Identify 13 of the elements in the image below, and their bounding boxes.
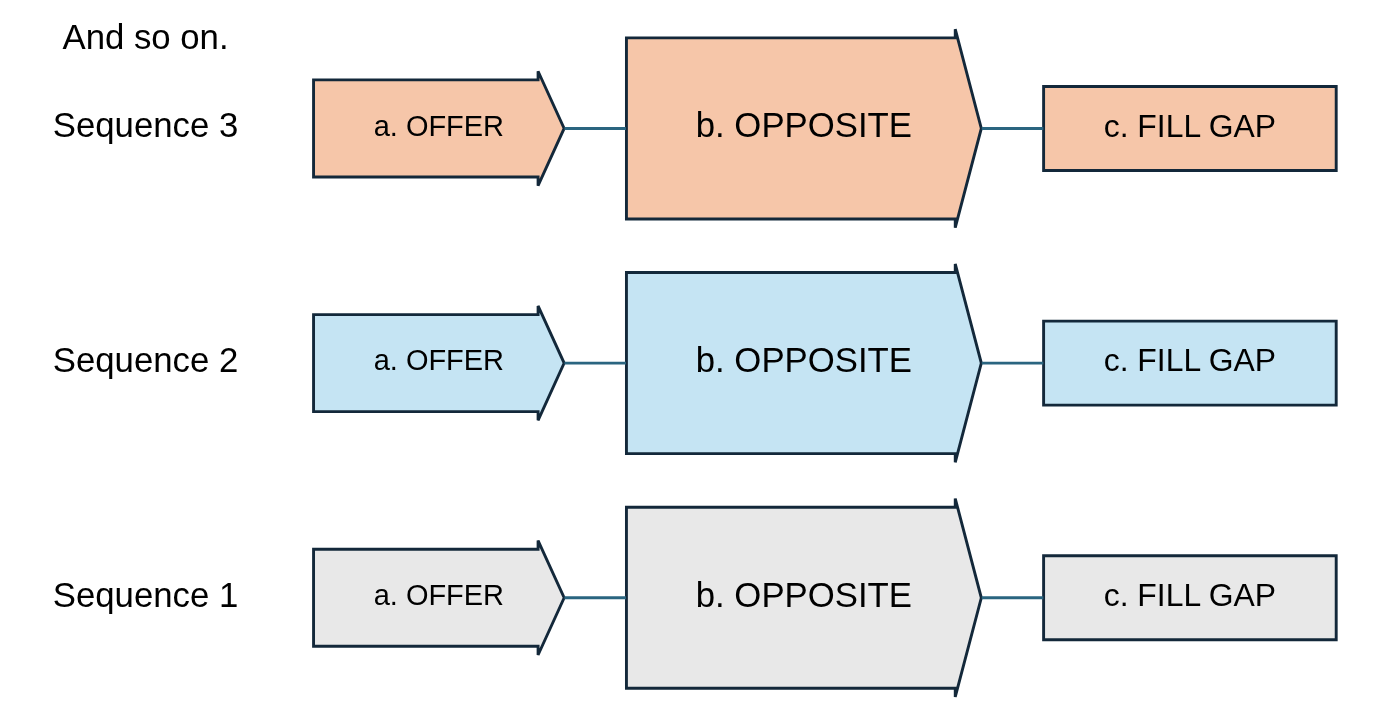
node-label: Sequence 2 xyxy=(52,341,239,380)
node-box: c. FILL GAP xyxy=(1042,554,1338,642)
node-box: c. FILL GAP xyxy=(1042,85,1338,172)
node-box: c. FILL GAP xyxy=(1042,319,1338,407)
connector xyxy=(564,127,626,130)
connector xyxy=(981,596,1044,600)
connector xyxy=(564,596,626,600)
node-label: Sequence 1 xyxy=(52,575,239,614)
label: And so on. xyxy=(62,18,229,57)
connector xyxy=(981,127,1044,130)
connector xyxy=(981,361,1044,365)
connector xyxy=(564,361,626,365)
node-label: Sequence 3 xyxy=(52,106,239,145)
